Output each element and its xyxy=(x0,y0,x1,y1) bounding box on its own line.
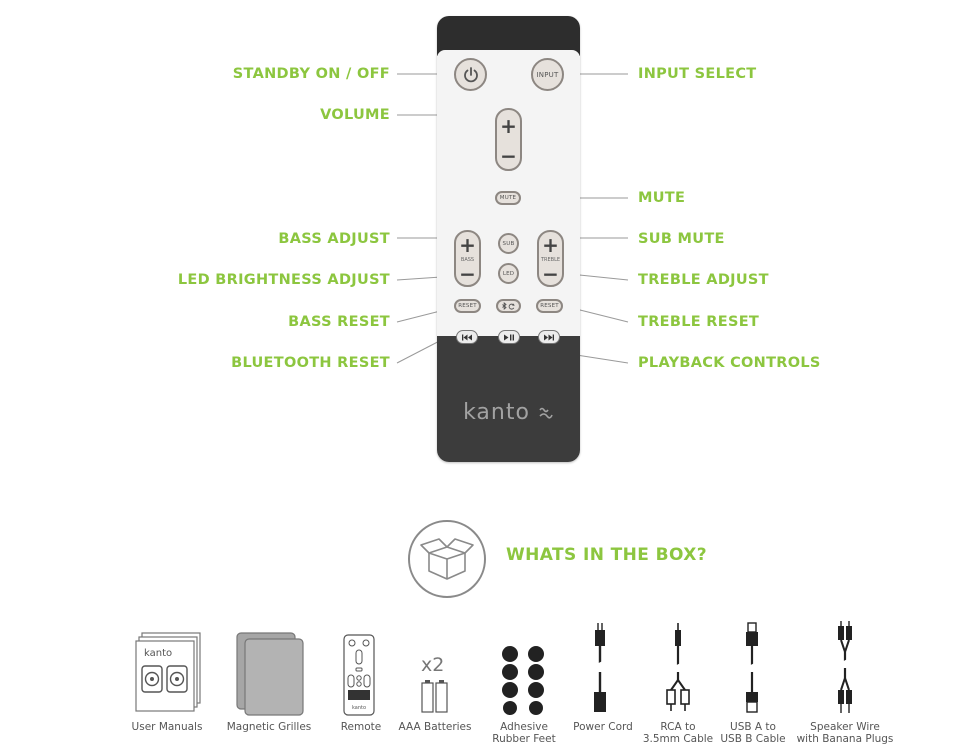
item-label-remote: Remote xyxy=(340,721,382,733)
label-treble-adjust: TREBLE ADJUST xyxy=(638,272,769,288)
remote-top-cap xyxy=(437,16,580,56)
label-treble-reset: TREBLE RESET xyxy=(638,314,760,330)
bass-reset-button[interactable]: RESET xyxy=(454,299,481,313)
bass-reset-text: RESET xyxy=(458,303,477,309)
bluetooth-reset-button[interactable] xyxy=(496,299,521,313)
mute-button[interactable]: MUTE xyxy=(495,191,521,205)
volume-up[interactable]: + xyxy=(500,114,517,138)
power-icon xyxy=(463,66,478,82)
bass-down[interactable]: − xyxy=(459,262,476,286)
bass-up[interactable]: + xyxy=(459,233,476,257)
label-playback-controls: PLAYBACK CONTROLS xyxy=(638,355,821,371)
item-label-rca-cable: RCA to 3.5mm Cable xyxy=(642,721,714,745)
manuals-icon: kanto xyxy=(135,632,201,712)
input-button[interactable]: INPUT xyxy=(531,58,564,91)
label-sub-mute: SUB MUTE xyxy=(638,231,725,247)
sub-button[interactable]: SUB xyxy=(498,233,519,254)
power-cord-icon xyxy=(594,623,606,712)
svg-text:kanto: kanto xyxy=(144,648,172,659)
play-pause-icon xyxy=(504,334,514,340)
remote-bottom xyxy=(437,336,580,462)
treble-down[interactable]: − xyxy=(542,262,559,286)
item-label-rubber-feet: Adhesive Rubber Feet xyxy=(492,721,556,745)
brand-text: kanto xyxy=(463,400,530,425)
item-label-magnetic-grilles: Magnetic Grilles xyxy=(226,721,312,733)
label-input-select: INPUT SELECT xyxy=(638,66,757,82)
input-button-text: INPUT xyxy=(536,70,559,79)
bluetooth-icon xyxy=(501,301,515,310)
label-mute: MUTE xyxy=(638,190,686,206)
power-button[interactable] xyxy=(454,58,487,91)
kanto-logo-icon xyxy=(539,407,553,419)
label-bluetooth-reset: BLUETOOTH RESET xyxy=(231,355,390,371)
item-label-speaker-wire: Speaker Wire with Banana Plugs xyxy=(796,721,894,745)
treble-up[interactable]: + xyxy=(542,233,559,257)
remote-small-icon: kanto xyxy=(343,634,375,716)
led-button[interactable]: LED xyxy=(498,263,519,284)
next-track-button[interactable] xyxy=(538,330,560,344)
treble-rocker-text: TREBLE xyxy=(540,257,561,263)
treble-reset-text: RESET xyxy=(540,303,559,309)
volume-down[interactable]: − xyxy=(500,144,517,168)
volume-rocker[interactable]: + − xyxy=(495,108,522,171)
svg-text:kanto: kanto xyxy=(352,705,366,711)
item-label-power-cord: Power Cord xyxy=(573,721,633,733)
speaker-wire-icon xyxy=(838,621,852,713)
bass-rocker-text: BASS xyxy=(460,257,475,263)
next-icon xyxy=(544,334,554,340)
treble-reset-button[interactable]: RESET xyxy=(536,299,563,313)
label-bass-reset: BASS RESET xyxy=(288,314,390,330)
label-led-brightness: LED BRIGHTNESS ADJUST xyxy=(177,272,390,288)
bass-rocker[interactable]: + BASS − xyxy=(454,230,481,287)
rubber-feet-icon xyxy=(502,646,544,715)
sub-button-text: SUB xyxy=(502,240,515,247)
grilles-icon xyxy=(236,632,304,716)
mute-button-text: MUTE xyxy=(499,195,517,201)
rca-cable-icon xyxy=(666,623,690,711)
box-heading: WHATS IN THE BOX? xyxy=(506,545,707,565)
batteries-icon xyxy=(421,680,448,713)
remote-diagram: STANDBY ON / OFF VOLUME BASS ADJUST LED … xyxy=(177,16,821,462)
open-box-icon xyxy=(408,520,486,598)
kanto-logo: kanto xyxy=(437,400,580,425)
usb-cable-icon xyxy=(746,622,758,713)
label-volume: VOLUME xyxy=(320,107,390,123)
label-standby: STANDBY ON / OFF xyxy=(232,66,390,82)
previous-track-button[interactable] xyxy=(456,330,478,344)
battery-count: x2 xyxy=(421,654,445,676)
item-label-usb-cable: USB A to USB B Cable xyxy=(720,721,786,745)
label-bass-adjust: BASS ADJUST xyxy=(278,231,390,247)
treble-rocker[interactable]: + TREBLE − xyxy=(537,230,564,287)
previous-icon xyxy=(462,334,472,340)
play-pause-button[interactable] xyxy=(498,330,520,344)
led-button-text: LED xyxy=(502,270,515,277)
item-label-user-manuals: User Manuals xyxy=(131,721,203,733)
item-label-aaa-batteries: AAA Batteries xyxy=(398,721,472,733)
remote-control: INPUT + − MUTE + BASS − SUB LED + TREBLE… xyxy=(437,16,580,462)
